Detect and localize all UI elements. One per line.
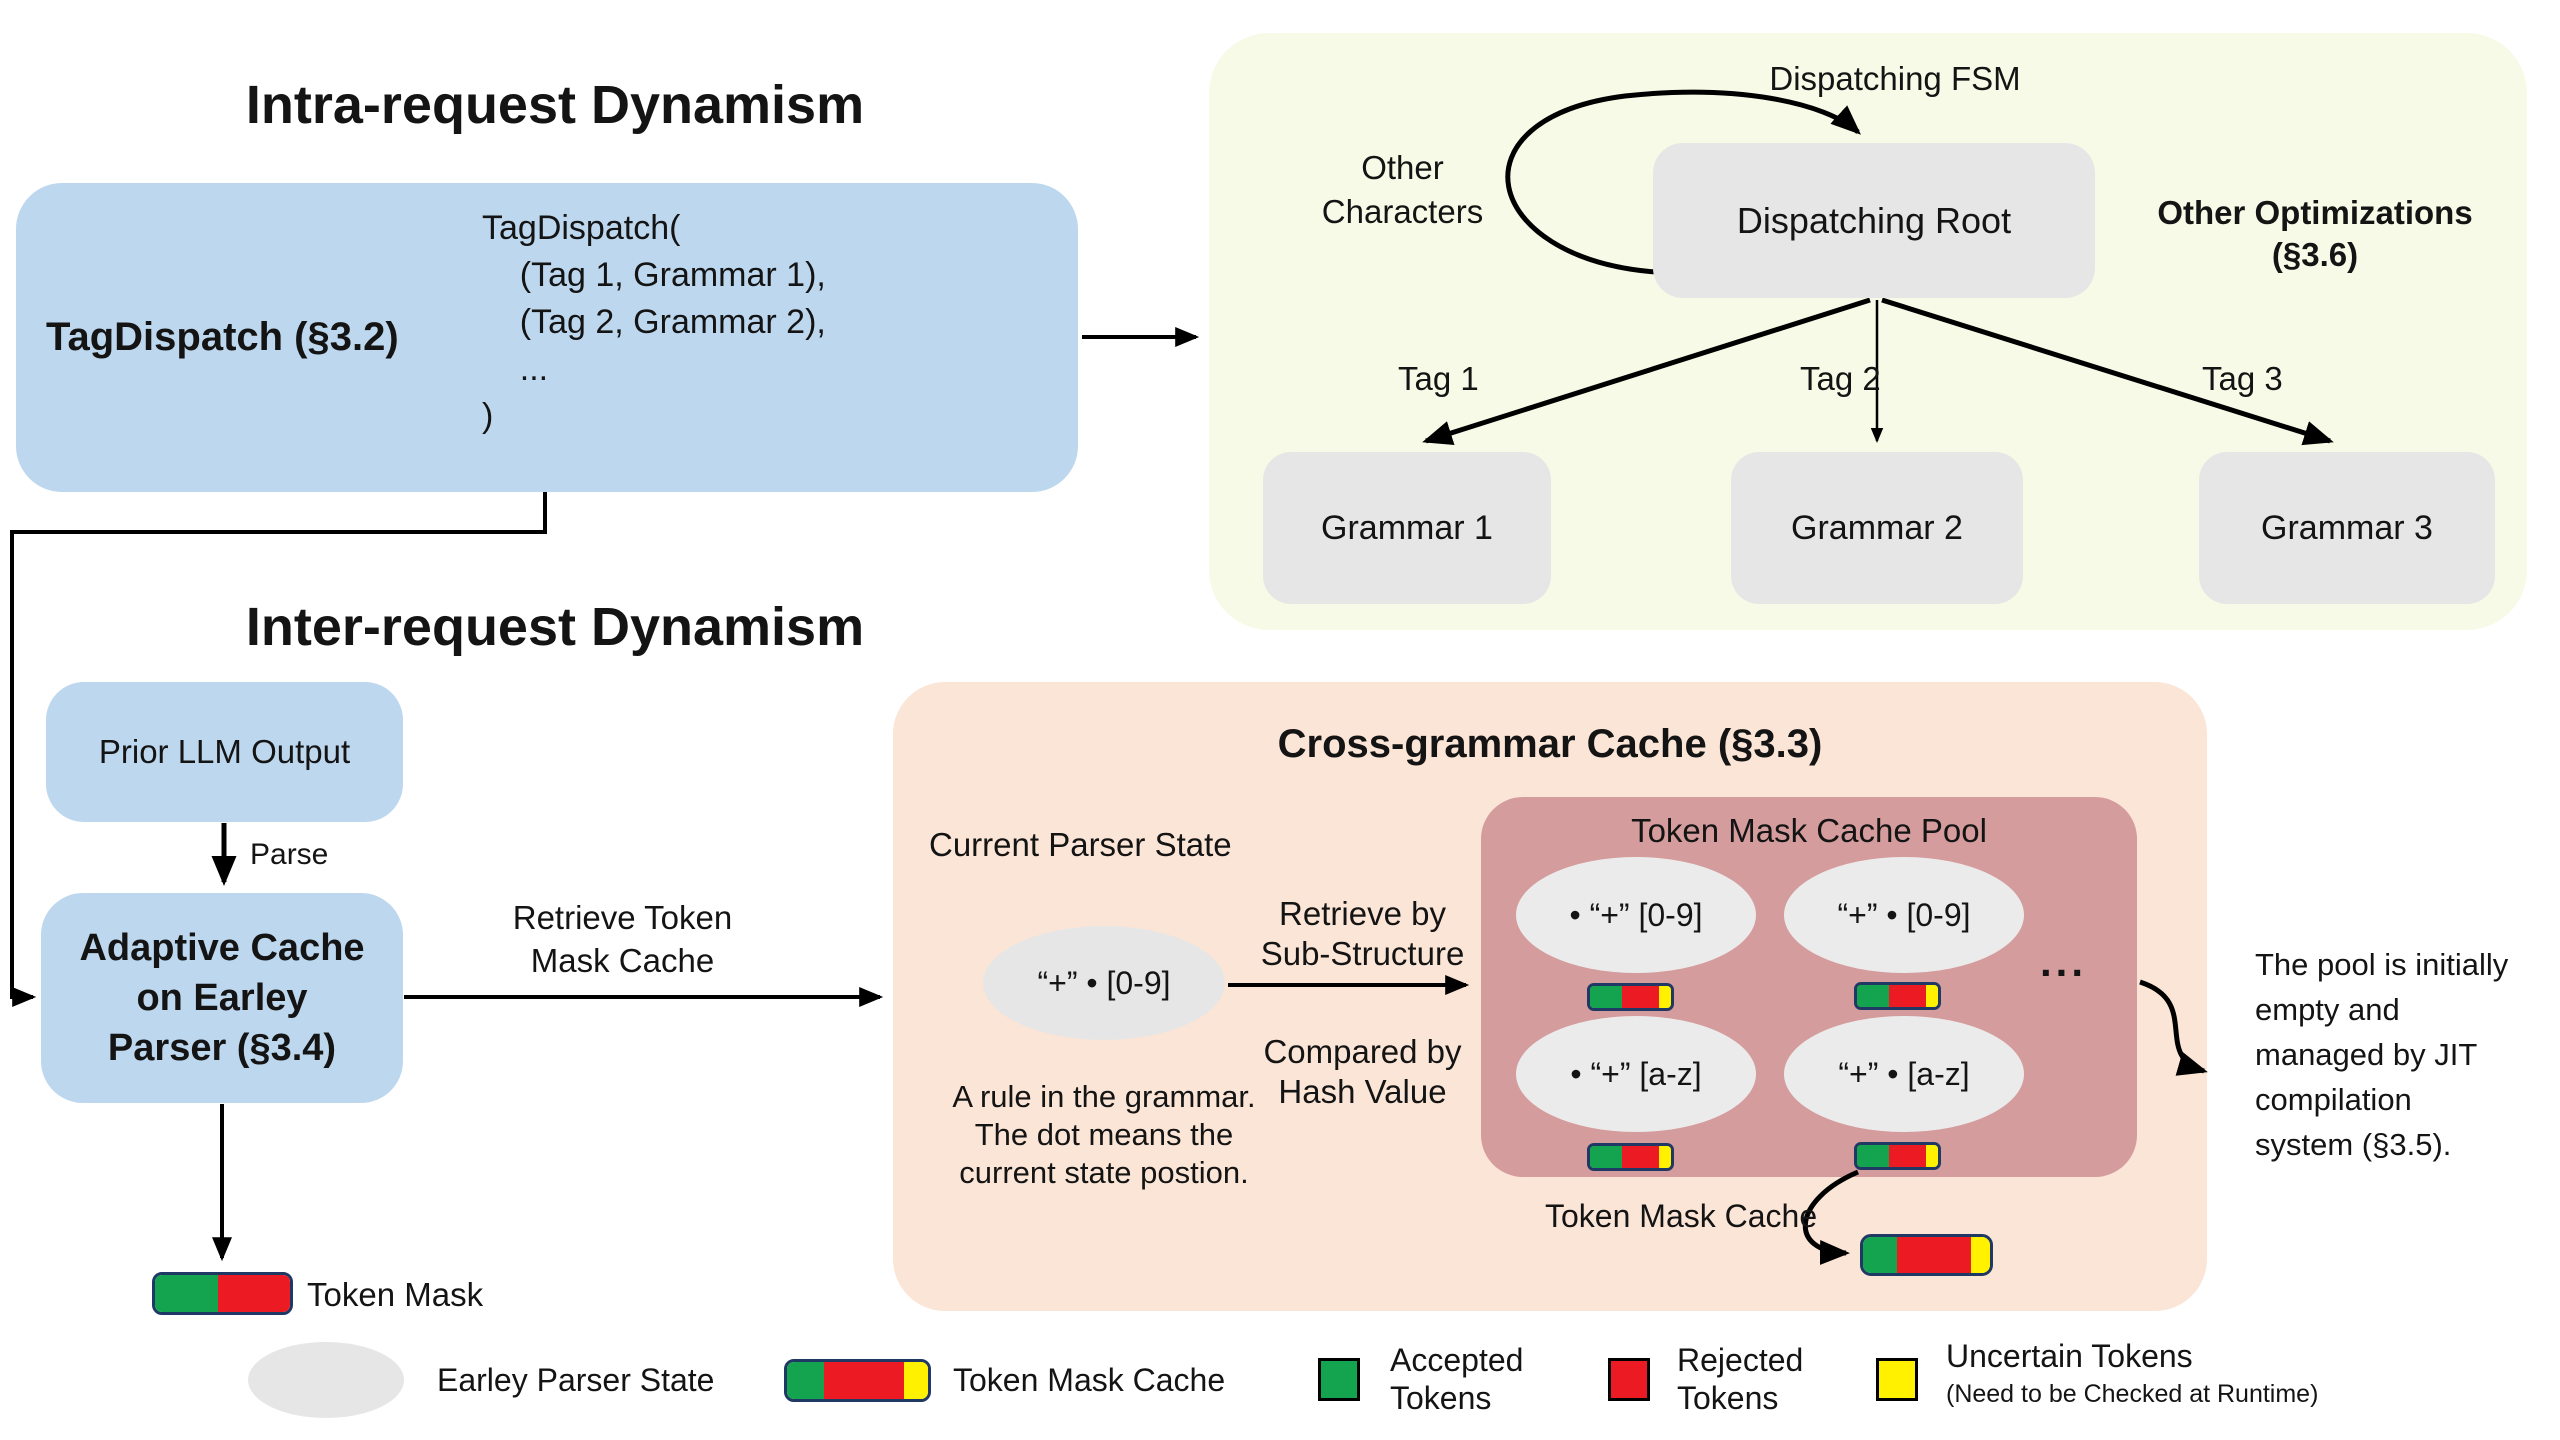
mask-uncertain-segment [1925, 1145, 1938, 1167]
token-mask-rejected-segment [218, 1275, 290, 1312]
parse-label: Parse [250, 838, 329, 871]
legend-token-mask-cache-label: Token Mask Cache [953, 1362, 1226, 1398]
parser-state-rule: “+” • [0-9] [1037, 964, 1171, 1001]
token-mask-label: Token Mask [307, 1276, 484, 1313]
grammar3-box: Grammar 3 [2199, 452, 2495, 604]
inter-request-title: Inter-request Dynamism [245, 597, 865, 657]
cross-grammar-title: Cross-grammar Cache (§3.3) [1277, 722, 1823, 766]
mask-accepted-segment [1590, 1146, 1623, 1168]
token-mask-cache-label: Token Mask Cache [1545, 1198, 1818, 1234]
pool-title: Token Mask Cache Pool [1631, 812, 1987, 849]
dispatching-root-label: Dispatching Root [1736, 199, 2012, 241]
grammar3-label: Grammar 3 [2261, 508, 2433, 547]
parser-state-ellipse: “+” • [0-9] [983, 926, 1225, 1040]
mask-rejected-segment [1622, 986, 1659, 1008]
dispatching-fsm-label: Dispatching FSM [1769, 60, 2021, 97]
mask-accepted-segment [1857, 1145, 1890, 1167]
legend-earley-ellipse [248, 1342, 404, 1418]
legend-uncertain-label: Uncertain Tokens [1946, 1338, 2193, 1374]
mask-uncertain-segment [1658, 1146, 1671, 1168]
pool-rule-2: “+” • [0-9] [1837, 896, 1971, 933]
pool-rule-1: • “+” [0-9] [1569, 896, 1703, 933]
pool-mask-4 [1854, 1142, 1941, 1170]
legend-uncertain-sub-label: (Need to be Checked at Runtime) [1946, 1380, 2319, 1408]
grammar2-box: Grammar 2 [1731, 452, 2023, 604]
legend-rejected-swatch [1608, 1358, 1650, 1401]
pool-rule-4: “+” • [a-z] [1838, 1055, 1970, 1092]
pool-mask-3 [1587, 1143, 1674, 1171]
legend-rejected-label: Rejected Tokens [1677, 1342, 1804, 1416]
token-mask-cache-bar [1860, 1234, 1993, 1276]
tag3-label: Tag 3 [2202, 360, 2283, 397]
tag1-label: Tag 1 [1398, 360, 1479, 397]
mask-rejected-segment [1622, 1146, 1659, 1168]
mask-rejected-segment [823, 1362, 905, 1399]
adaptive-cache-label: Adaptive Cache on Earley Parser (§3.4) [79, 927, 365, 1069]
mask-rejected-segment [1889, 985, 1926, 1007]
legend-earley-label: Earley Parser State [437, 1362, 715, 1398]
pool-mask-2 [1854, 982, 1941, 1010]
mask-accepted-segment [787, 1362, 824, 1399]
prior-llm-output-label: Prior LLM Output [98, 733, 351, 770]
mask-accepted-segment [1857, 985, 1890, 1007]
legend-token-mask-cache-bar [784, 1359, 931, 1402]
mask-rejected-segment [1897, 1237, 1971, 1273]
mask-rejected-segment [1889, 1145, 1926, 1167]
legend-accepted-label: Accepted Tokens [1390, 1342, 1524, 1416]
retrieve-by-label: Retrieve by Sub-Structure [1260, 895, 1465, 972]
tagdispatch-box [16, 183, 1078, 492]
compared-by-label: Compared by Hash Value [1263, 1033, 1462, 1110]
grammar1-box: Grammar 1 [1263, 452, 1551, 604]
pool-rule-ellipse-4: “+” • [a-z] [1784, 1016, 2024, 1132]
dispatching-root-box: Dispatching Root [1653, 143, 2095, 298]
mask-uncertain-segment [1970, 1237, 1990, 1273]
other-characters-label: Other Characters [1321, 149, 1484, 230]
jit-note: The pool is initially empty and managed … [2255, 947, 2509, 1162]
retrieve-token-mask-label: Retrieve Token Mask Cache [512, 899, 733, 979]
token-mask-accepted-segment [155, 1275, 219, 1312]
other-optimizations-label: Other Optimizations (§3.6) [2157, 194, 2473, 273]
legend-uncertain-swatch [1876, 1358, 1918, 1401]
tagdispatch-code: TagDispatch( (Tag 1, Grammar 1), (Tag 2,… [482, 209, 826, 435]
grammar2-label: Grammar 2 [1791, 508, 1963, 547]
mask-accepted-segment [1863, 1237, 1898, 1273]
pool-rule-ellipse-1: • “+” [0-9] [1516, 857, 1756, 973]
prior-llm-output-box: Prior LLM Output [46, 682, 403, 822]
pool-ellipsis: ... [2040, 938, 2088, 985]
pool-rule-ellipse-2: “+” • [0-9] [1784, 857, 2024, 973]
mask-accepted-segment [1590, 986, 1623, 1008]
mask-uncertain-segment [904, 1362, 928, 1399]
tag2-label: Tag 2 [1800, 360, 1881, 397]
adaptive-cache-box: Adaptive Cache on Earley Parser (§3.4) [41, 893, 403, 1103]
grammar1-label: Grammar 1 [1321, 508, 1493, 547]
token-mask [152, 1272, 293, 1315]
tagdispatch-label: TagDispatch (§3.2) [46, 315, 399, 359]
current-parser-state-label: Current Parser State [929, 826, 1232, 863]
pool-rule-ellipse-3: • “+” [a-z] [1516, 1016, 1756, 1132]
legend-accepted-swatch [1318, 1358, 1360, 1401]
pool-rule-3: • “+” [a-z] [1570, 1055, 1702, 1092]
pool-mask-1 [1587, 983, 1674, 1011]
rule-note: A rule in the grammar. The dot means the… [952, 1079, 1256, 1190]
intra-request-title: Intra-request Dynamism [245, 75, 865, 135]
mask-uncertain-segment [1925, 985, 1938, 1007]
mask-uncertain-segment [1658, 986, 1671, 1008]
